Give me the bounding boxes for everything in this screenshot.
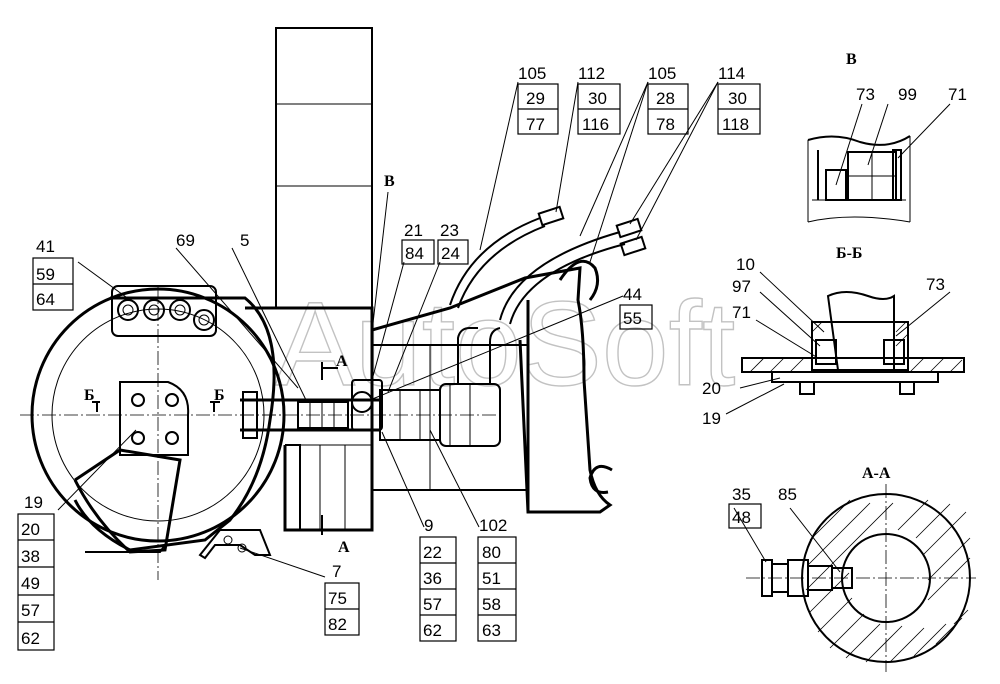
callout-9-num2: 22: [423, 543, 442, 562]
section-bb-callout-97: 97: [732, 277, 751, 296]
callout-69-num: 69: [176, 231, 195, 250]
callout-114-num3: 118: [722, 115, 749, 134]
callout-7-num: 7: [332, 562, 341, 581]
callout-9-num4: 57: [423, 595, 442, 614]
callout-19-num4: 49: [21, 574, 40, 593]
callout-44-num2: 55: [623, 309, 642, 328]
section-bb-callout-71: 71: [732, 303, 751, 322]
callout-41-num: 41: [36, 237, 55, 256]
section-bb-callout-73: 73: [926, 275, 945, 294]
view-label-v: В: [384, 173, 395, 190]
callout-21-num2: 84: [405, 244, 424, 263]
callout-7-num3: 82: [328, 615, 347, 634]
section-bb-callout-19: 19: [702, 409, 721, 428]
callout-group: 105 29 77 112 30 116 105 28 78 114 30 11…: [17, 64, 761, 651]
callout-105b-num3: 78: [656, 115, 675, 134]
callout-112-num2: 30: [588, 89, 607, 108]
view-v-callout-73: 73: [856, 85, 875, 104]
callout-19-num3: 38: [21, 547, 40, 566]
cut-label-b-right: Б: [214, 387, 225, 404]
callout-102-num5: 63: [482, 621, 501, 640]
detail-view-v: В 73 99 71: [807, 51, 967, 223]
callout-5-num: 5: [240, 231, 249, 250]
callout-7-num2: 75: [328, 589, 347, 608]
section-aa: А-А 35: [728, 465, 976, 672]
callout-19-num5: 57: [21, 601, 40, 620]
callout-105a-num: 105: [518, 64, 546, 83]
section-bb-callout-10: 10: [736, 255, 755, 274]
callout-9-num3: 36: [423, 569, 442, 588]
main-assembly: [20, 27, 647, 580]
callout-102-num3: 51: [482, 569, 501, 588]
view-v-callout-99: 99: [898, 85, 917, 104]
leader-lines: [57, 81, 719, 578]
cut-label-a-bottom: А: [338, 539, 350, 556]
callout-105a-num3: 77: [526, 115, 545, 134]
callout-114-num: 114: [718, 64, 745, 83]
callout-102-num: 102: [479, 516, 507, 535]
callout-44-num: 44: [623, 285, 642, 304]
view-v-title: В: [846, 51, 857, 68]
callout-114-num2: 30: [728, 89, 747, 108]
callout-41-num3: 64: [36, 290, 55, 309]
callout-19-num2: 20: [21, 520, 40, 539]
callout-112-num: 112: [578, 64, 605, 83]
cut-label-b-left: Б: [84, 387, 95, 404]
callout-105b-num2: 28: [656, 89, 675, 108]
callout-102-num2: 80: [482, 543, 501, 562]
callout-19-num6: 62: [21, 629, 40, 648]
callout-23-num2: 24: [441, 244, 460, 263]
callout-102-num4: 58: [482, 595, 501, 614]
callout-112-num3: 116: [582, 115, 609, 134]
section-aa-title: А-А: [862, 465, 891, 482]
callout-41-num2: 59: [36, 265, 55, 284]
section-bb-callout-20: 20: [702, 379, 721, 398]
callout-105a-num2: 29: [526, 89, 545, 108]
section-markers: А А Б Б В: [84, 173, 395, 556]
callout-9-num5: 62: [423, 621, 442, 640]
section-bb-title: Б-Б: [836, 245, 862, 262]
section-aa-callout-35: 35: [732, 485, 751, 504]
callout-9-num: 9: [424, 516, 433, 535]
callout-105b-num: 105: [648, 64, 676, 83]
section-aa-callout-85: 85: [778, 485, 797, 504]
view-v-callout-71: 71: [948, 85, 967, 104]
section-bb: Б-Б 10 97 71 73 20 19: [702, 245, 965, 428]
cut-label-a-top: А: [336, 353, 348, 370]
section-aa-callout-48: 48: [732, 508, 751, 527]
callout-19-num: 19: [24, 493, 43, 512]
callout-23-num: 23: [440, 221, 459, 240]
callout-21-num: 21: [404, 221, 423, 240]
